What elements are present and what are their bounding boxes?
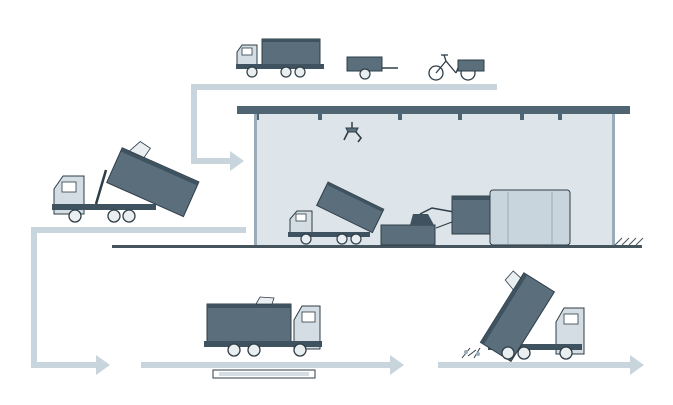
flow-arrows [31,84,644,375]
ground-hatch [614,237,644,246]
building-left-wall [254,114,257,246]
arrowhead-top-inbound [230,151,244,171]
roof-bracket [398,114,402,120]
arrowhead-disposal [630,355,644,375]
roof-bracket [458,114,462,120]
arrowhead-left-outbound [96,355,110,375]
flow-arrow-left-outbound [31,227,246,368]
arrowhead-weighing [390,355,404,375]
roll-off-truck-icon [204,296,322,357]
compactor-icon [380,189,571,246]
dump-truck-icon [236,38,324,78]
weighbridge-icon [212,369,316,379]
flow-arrow-top-inbound [191,84,497,164]
dump-truck-icon [288,181,385,245]
roof-bracket [520,114,524,120]
roll-off-truck-icon [52,141,200,223]
roof-bracket [318,114,322,120]
ground-line [112,245,642,248]
building-roof [237,106,630,114]
car-trailer-icon [346,56,398,80]
grab-claw-icon [343,122,363,143]
roof-bracket [558,114,562,120]
cargo-bike-icon [428,54,485,81]
hook-lift-tipping-icon [461,270,585,363]
building-right-wall [612,114,615,246]
